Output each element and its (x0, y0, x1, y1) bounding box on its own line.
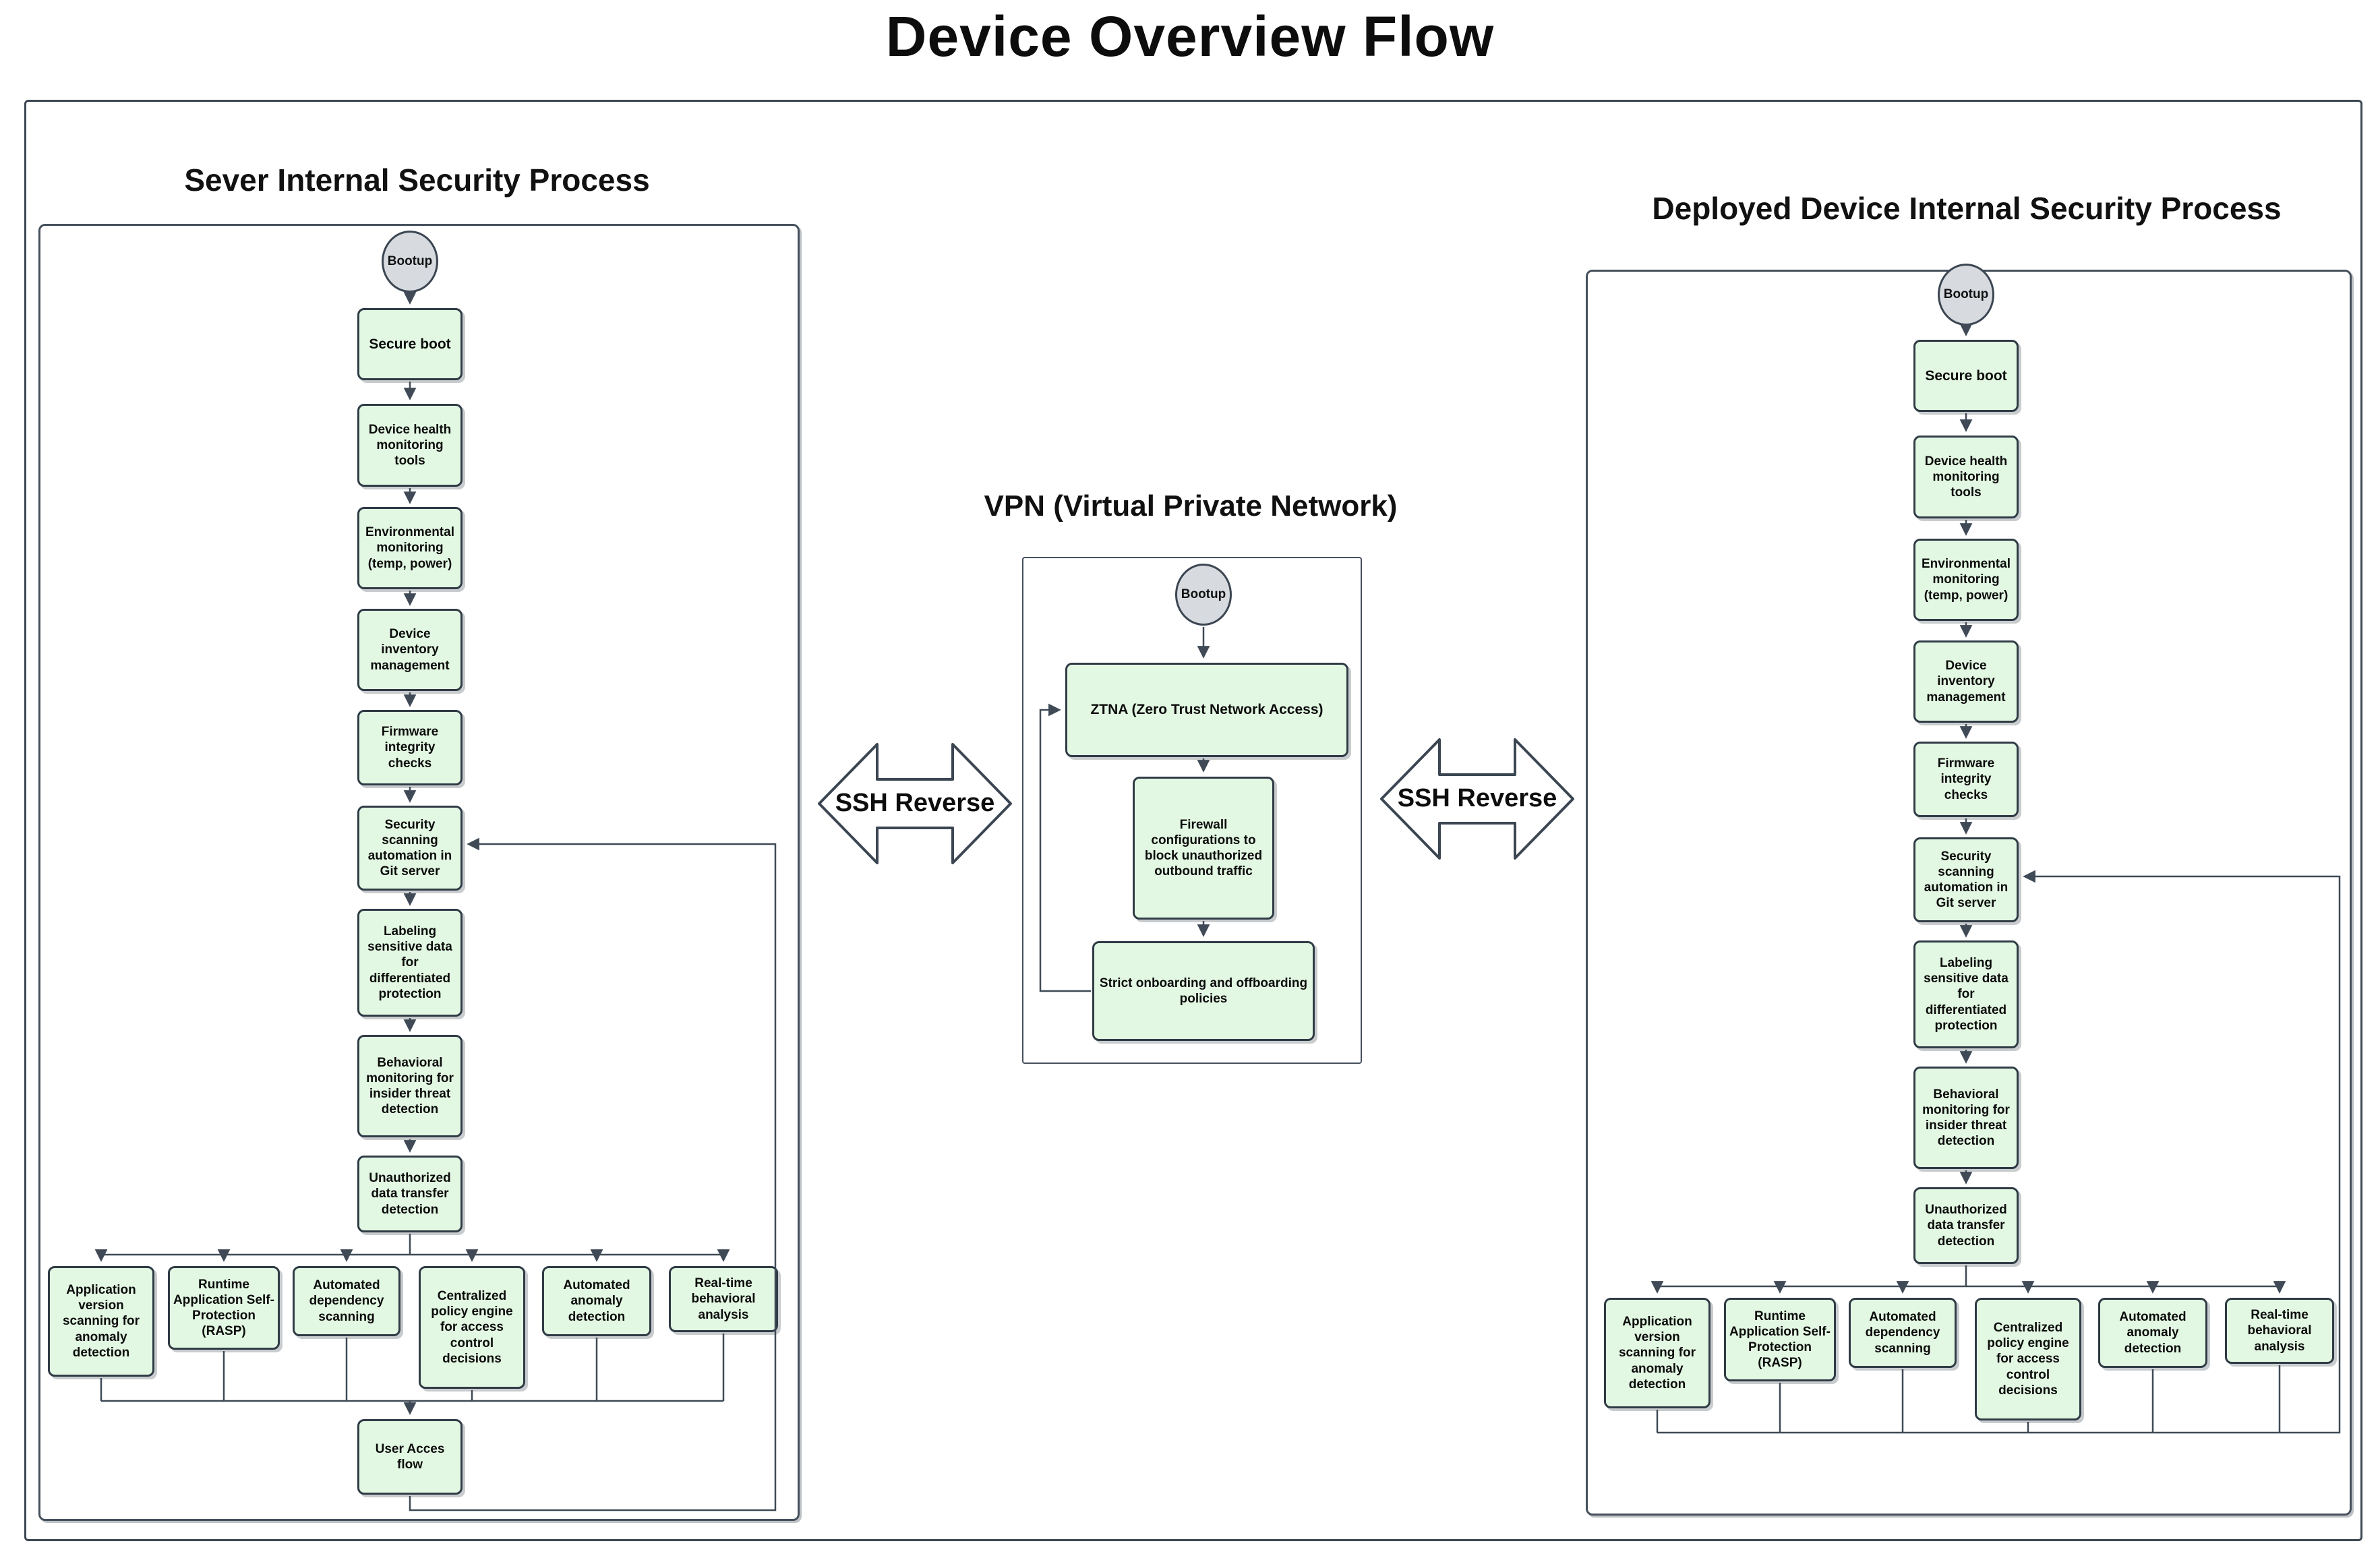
flow-node-dependency-scanning: Automated dependency scanning (293, 1266, 400, 1336)
flow-node-policy-engine: Centralized policy engine for access con… (1975, 1298, 2081, 1420)
flow-node-dependency-scanning: Automated dependency scanning (1849, 1298, 1957, 1368)
flow-node-rasp: Runtime Application Self-Protection (RAS… (1724, 1298, 1836, 1381)
flow-node-user-access-flow: User Acces flow (357, 1419, 463, 1495)
flow-node-behavioral-monitoring: Behavioral monitoring for insider threat… (357, 1035, 463, 1137)
vpn-section-frame (1022, 557, 1362, 1064)
ssh-reverse-label-left: SSH Reverse (835, 789, 995, 817)
flow-node-unauthorized-transfer: Unauthorized data transfer detection (1913, 1187, 2019, 1264)
flow-node-environmental-monitoring: Environmental monitoring (temp, power) (1913, 539, 2019, 621)
double-arrow-icon (818, 743, 1012, 864)
flow-node-anomaly-detection: Automated anomaly detection (542, 1266, 651, 1336)
flow-node-behavioral-analysis: Real-time behavioral analysis (2225, 1298, 2334, 1364)
outer-border (24, 100, 2362, 1541)
ssh-reverse-arrow-left: SSH Reverse (816, 736, 1013, 870)
flow-node-anomaly-detection: Automated anomaly detection (2098, 1298, 2207, 1368)
flow-node-device-health: Device health monitoring tools (357, 404, 463, 487)
flow-node-app-version-scanning: Application version scanning for anomaly… (48, 1266, 154, 1377)
double-arrow-icon (1380, 738, 1574, 860)
flow-node-policy-engine: Centralized policy engine for access con… (419, 1266, 525, 1389)
flow-node-device-inventory: Device inventory management (357, 609, 463, 691)
flow-node-secure-boot: Secure boot (1913, 340, 2019, 412)
server-section-frame (38, 224, 800, 1521)
vpn-start-node: Bootup (1175, 564, 1232, 626)
flow-node-secure-boot: Secure boot (357, 308, 463, 380)
ssh-reverse-label-right: SSH Reverse (1397, 784, 1557, 812)
diagram-title: Device Overview Flow (885, 5, 1495, 68)
ssh-reverse-arrow-right: SSH Reverse (1379, 731, 1576, 866)
flow-node-device-health: Device health monitoring tools (1913, 436, 2019, 518)
flow-node-security-scanning: Security scanning automation in Git serv… (1913, 837, 2019, 922)
flow-node-ztna: ZTNA (Zero Trust Network Access) (1065, 663, 1348, 757)
vpn-section-title: VPN (Virtual Private Network) (984, 489, 1398, 522)
flow-node-firewall-config: Firewall configurations to block unautho… (1133, 777, 1274, 920)
server-section-title: Sever Internal Security Process (184, 162, 650, 198)
device-start-node: Bootup (1938, 264, 1994, 326)
flow-node-labeling-data: Labeling sensitive data for differentiat… (357, 909, 463, 1017)
flow-node-app-version-scanning: Application version scanning for anomaly… (1604, 1298, 1710, 1408)
flow-node-behavioral-monitoring: Behavioral monitoring for insider threat… (1913, 1067, 2019, 1169)
flow-node-rasp: Runtime Application Self-Protection (RAS… (168, 1266, 280, 1350)
flow-node-behavioral-analysis: Real-time behavioral analysis (669, 1266, 778, 1332)
device-section-title: Deployed Device Internal Security Proces… (1652, 191, 2282, 226)
flow-node-labeling-data: Labeling sensitive data for differentiat… (1913, 940, 2019, 1048)
flow-node-device-inventory: Device inventory management (1913, 640, 2019, 723)
flow-node-firmware-integrity: Firmware integrity checks (1913, 742, 2019, 817)
flow-node-firmware-integrity: Firmware integrity checks (357, 710, 463, 785)
flow-node-security-scanning: Security scanning automation in Git serv… (357, 806, 463, 891)
flow-node-onboarding-policies: Strict onboarding and offboarding polici… (1092, 941, 1315, 1041)
flow-node-unauthorized-transfer: Unauthorized data transfer detection (357, 1156, 463, 1232)
flow-node-environmental-monitoring: Environmental monitoring (temp, power) (357, 507, 463, 589)
server-start-node: Bootup (382, 231, 438, 293)
